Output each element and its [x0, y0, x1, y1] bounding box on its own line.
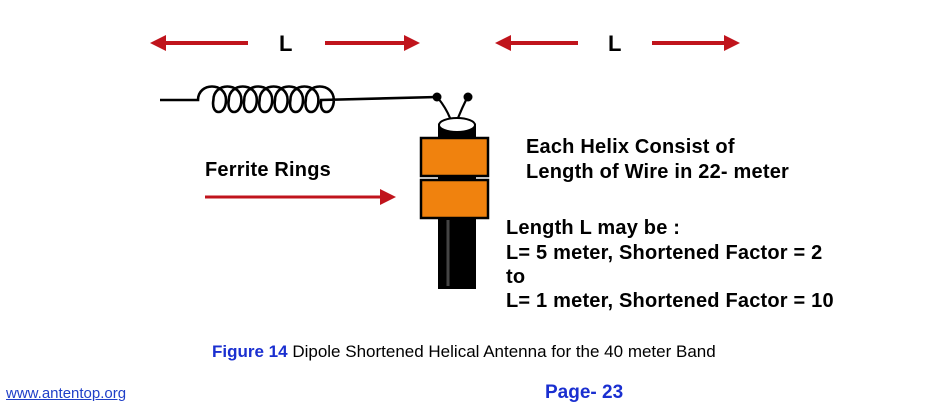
figure-caption-text: Dipole Shortened Helical Antenna for the…: [287, 342, 716, 361]
length-note-line-3: to: [506, 266, 526, 288]
right-feed-point: [463, 92, 473, 102]
length-note-line-2: L= 5 meter, Shortened Factor = 2: [506, 242, 823, 264]
length-note-line-1: Length L may be :: [506, 217, 681, 239]
figure-number: Figure 14: [212, 342, 288, 361]
right-length-label: L: [608, 31, 622, 56]
website-link[interactable]: www.antentop.org: [6, 385, 127, 402]
ferrite-ring-upper: [419, 136, 490, 178]
length-arrows: [150, 35, 740, 51]
helix-note-line-1: Each Helix Consist of: [526, 136, 735, 158]
ferrite-pointer-arrow: [205, 189, 396, 205]
feed-point-wires: [437, 97, 468, 119]
antenna-diagram: [150, 35, 740, 289]
right-length-arrow-right: [652, 35, 740, 51]
helix-coils: [160, 85, 438, 114]
left-length-label: L: [279, 31, 293, 56]
left-length-arrow-left: [150, 35, 248, 51]
left-helix-coil: [160, 85, 438, 114]
ferrite-rings-label: Ferrite Rings: [205, 159, 331, 181]
right-length-arrow-left: [495, 35, 578, 51]
figure-caption: Figure 14 Dipole Shortened Helical Anten…: [212, 342, 716, 362]
helix-note-line-2: Length of Wire in 22- meter: [526, 161, 790, 183]
page-number: Page- 23: [545, 382, 624, 403]
coax-top: [438, 117, 476, 133]
ferrite-ring-lower: [419, 178, 490, 220]
left-length-arrow-right: [325, 35, 420, 51]
left-feed-point: [432, 92, 442, 102]
length-note-line-4: L= 1 meter, Shortened Factor = 10: [506, 290, 834, 312]
